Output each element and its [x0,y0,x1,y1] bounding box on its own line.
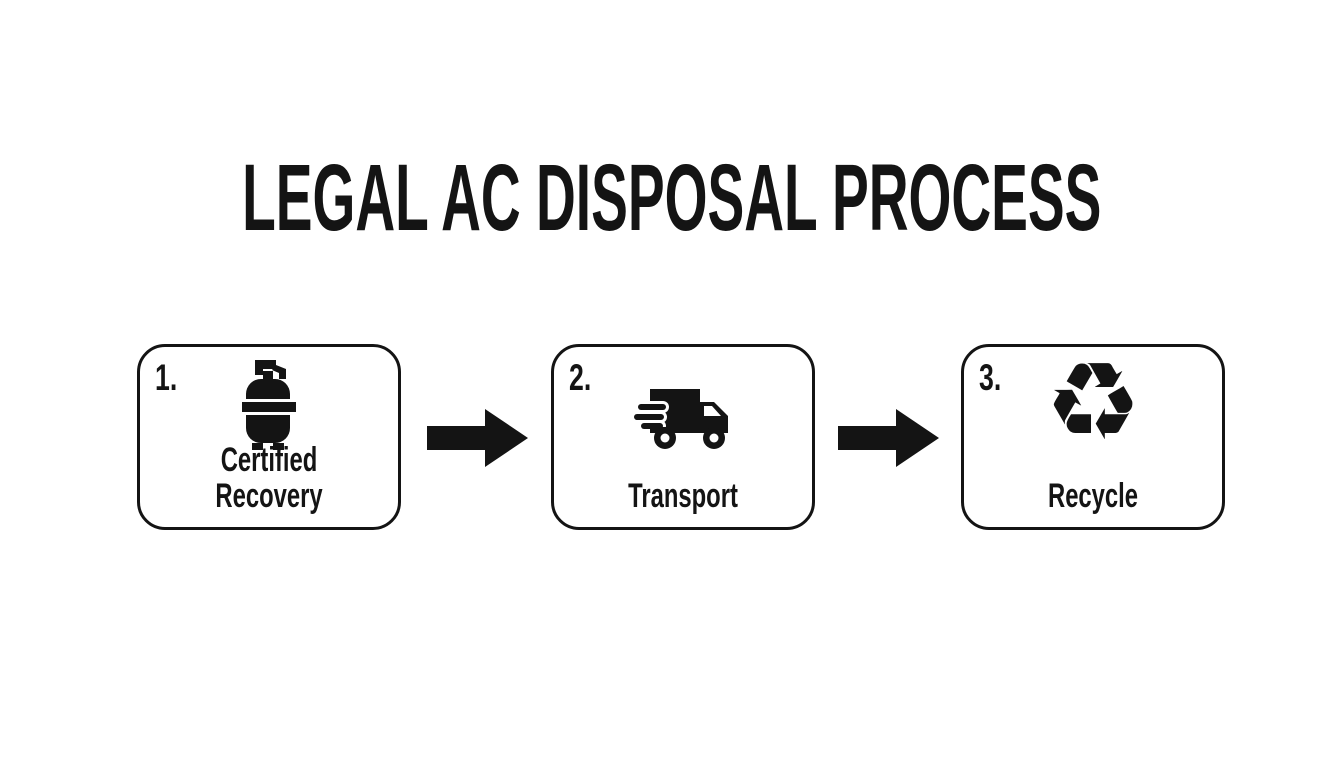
step-label: Recycle [1048,476,1138,515]
delivery-truck-icon [631,380,735,456]
diagram-title: LEGAL AC DISPOSAL PROCESS [242,145,1102,251]
recycle-icon: ♻ [1045,349,1142,457]
step-box-certified-recovery: 1. Certified Recovery [137,344,401,530]
step-label: Transport [628,476,738,515]
step-label: Certified Recovery [215,440,323,515]
title-row: LEGAL AC DISPOSAL PROCESS [0,151,1344,246]
arrow-right-icon [427,409,528,467]
step-number: 1. [155,357,178,398]
refrigerant-recovery-tank-icon [239,358,299,455]
step-box-transport: 2. [551,344,815,530]
recycle-symbol-glyph: ♻ [1044,340,1142,465]
arrow-right-icon [838,409,939,467]
step-number: 2. [569,357,592,398]
step-number: 3. [979,357,1002,398]
step-box-recycle: 3. ♻ Recycle [961,344,1225,530]
